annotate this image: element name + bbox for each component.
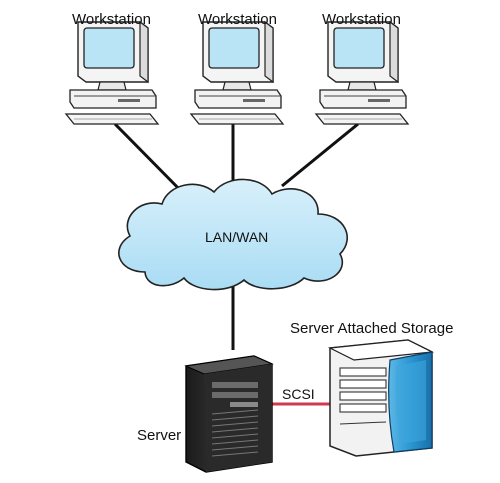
storage-label: Server Attached Storage xyxy=(290,320,454,337)
workstation-2-icon xyxy=(190,21,284,125)
workstation-3-icon xyxy=(315,21,409,125)
workstation-1-icon xyxy=(65,21,159,125)
network-label: LAN/WAN xyxy=(205,229,269,245)
workstation-2-label: Workstation xyxy=(198,11,277,28)
workstation-3-label: Workstation xyxy=(322,11,401,28)
workstation-1-label: Workstation xyxy=(72,11,151,28)
server-label: Server xyxy=(137,427,182,444)
server-icon xyxy=(184,355,274,473)
link-workstation-3 xyxy=(281,122,359,188)
server-attached-storage-icon xyxy=(327,339,435,457)
scsi-label: SCSI xyxy=(282,386,315,402)
